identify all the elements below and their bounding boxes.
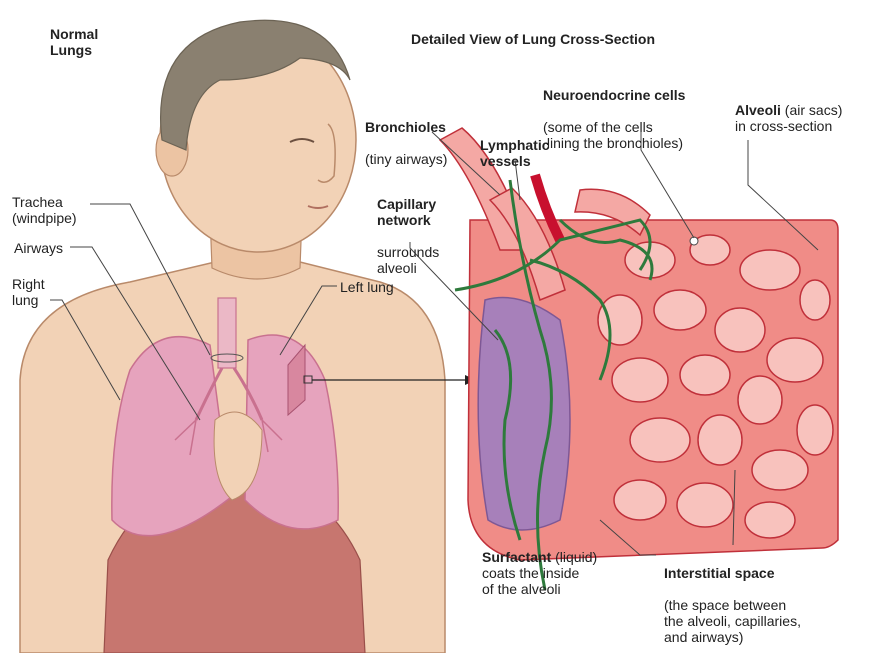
bronchioles-description: (tiny airways): [365, 151, 447, 167]
interstitial-description: (the space between the alveoli, capillar…: [664, 597, 801, 645]
lung-cross-section: [440, 128, 838, 590]
surfactant-term: Surfactant: [482, 549, 551, 565]
neuroendocrine-description: (some of the cells lining the bronchiole…: [543, 119, 685, 151]
airways-label: Airways: [14, 240, 63, 256]
lungs: [104, 298, 365, 653]
detailed-view-heading: Detailed View of Lung Cross-Section: [411, 31, 655, 47]
alveoli-label: Alveoli (air sacs) in cross-section: [735, 102, 842, 134]
alveoli-term: Alveoli: [735, 102, 781, 118]
neuroendocrine-label: Neuroendocrine cells (some of the cells …: [543, 71, 685, 167]
lymphatic-vessels-label: Lymphatic vessels: [480, 137, 550, 169]
neuroendocrine-term: Neuroendocrine cells: [543, 87, 685, 103]
detail-arrow: [312, 375, 476, 385]
trachea-label: Trachea (windpipe): [12, 194, 77, 226]
normal-lungs-heading: Normal Lungs: [50, 26, 98, 58]
bronchioles-term: Bronchioles: [365, 119, 446, 135]
interstitial-space-label: Interstitial space (the space between th…: [664, 549, 801, 661]
right-lung-label: Right lung: [12, 276, 45, 308]
capillary-network-label: Capillary network surrounds alveoli: [377, 180, 439, 292]
bronchioles-label: Bronchioles (tiny airways): [365, 103, 447, 167]
interstitial-term: Interstitial space: [664, 565, 801, 581]
surfactant-label: Surfactant (liquid) coats the inside of …: [482, 549, 597, 597]
capillary-description: surrounds alveoli: [377, 244, 439, 276]
capillary-term: Capillary network: [377, 196, 439, 228]
